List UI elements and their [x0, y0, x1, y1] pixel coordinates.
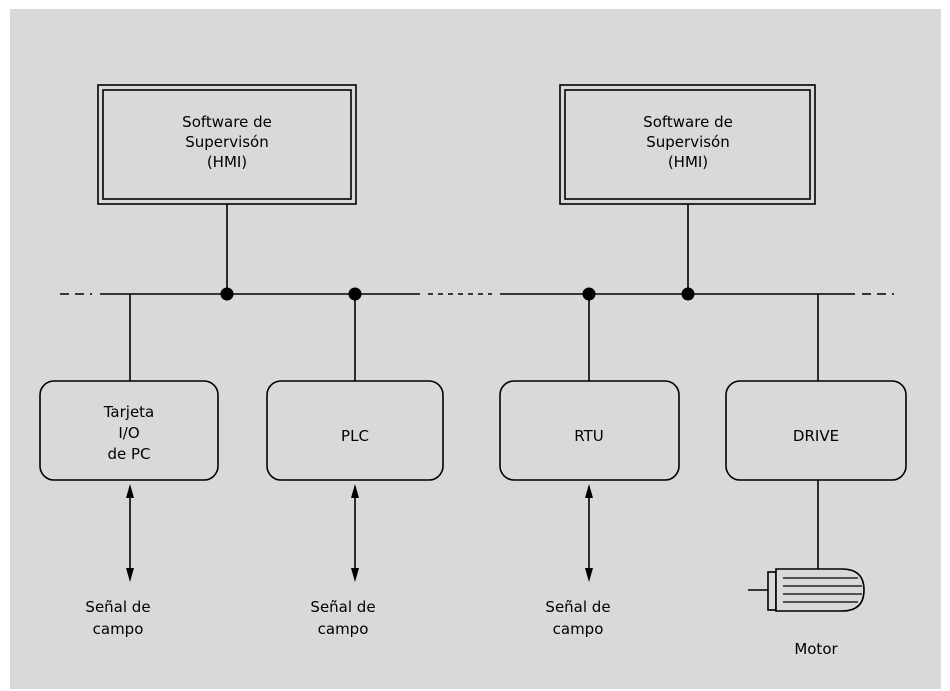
hmi-left-line-2: Supervisón: [185, 133, 269, 151]
hmi-box-left: Software de Supervisón (HMI): [97, 84, 357, 205]
field-signal-tarjeta-line-1: Señal de: [85, 598, 150, 616]
device-box-tarjeta: Tarjeta I/O de PC: [39, 380, 219, 481]
field-signal-plc-line-2: campo: [318, 620, 369, 638]
tarjeta-line-3: de PC: [107, 445, 150, 463]
field-signal-plc-line-1: Señal de: [310, 598, 375, 616]
rtu-border: [499, 380, 680, 481]
arrowhead-down: [126, 568, 134, 582]
drive-label: DRIVE: [793, 427, 839, 445]
arrowhead-down: [351, 568, 359, 582]
arrowhead-up: [585, 484, 593, 498]
arrowhead-up: [126, 484, 134, 498]
hmi-box-right: Software de Supervisón (HMI): [559, 84, 816, 205]
field-arrow-plc: [351, 484, 359, 582]
tarjeta-border: [39, 380, 219, 481]
device-box-rtu: RTU: [499, 380, 680, 481]
plc-label: PLC: [341, 427, 369, 445]
hmi-left-line-1: Software de: [182, 113, 272, 131]
device-box-plc: PLC: [266, 380, 444, 481]
hmi-left-inner-border: [102, 89, 352, 200]
device-box-drive: DRIVE: [725, 380, 907, 481]
bus-node-hmi-right: [681, 287, 695, 301]
field-signal-rtu-line-2: campo: [553, 620, 604, 638]
hmi-left-line-3: (HMI): [207, 153, 247, 171]
bus-node-hmi-left: [220, 287, 234, 301]
motor-body: [775, 568, 865, 612]
arrowhead-down: [585, 568, 593, 582]
field-arrow-rtu: [585, 484, 593, 582]
hmi-right-inner-border: [564, 89, 811, 200]
rtu-label: RTU: [574, 427, 603, 445]
motor-icon: [748, 568, 865, 612]
drive-border: [725, 380, 907, 481]
hmi-right-line-2: Supervisón: [646, 133, 730, 151]
motor-flange: [767, 571, 777, 611]
hmi-right-line-3: (HMI): [668, 153, 708, 171]
field-arrow-tarjeta: [126, 484, 134, 582]
field-signal-tarjeta-line-2: campo: [93, 620, 144, 638]
hmi-right-line-1: Software de: [643, 113, 733, 131]
motor-label: Motor: [794, 640, 838, 658]
tarjeta-line-1: Tarjeta: [103, 403, 155, 421]
arrowhead-up: [351, 484, 359, 498]
tarjeta-line-2: I/O: [118, 424, 139, 442]
field-signal-rtu-line-1: Señal de: [545, 598, 610, 616]
plc-border: [266, 380, 444, 481]
